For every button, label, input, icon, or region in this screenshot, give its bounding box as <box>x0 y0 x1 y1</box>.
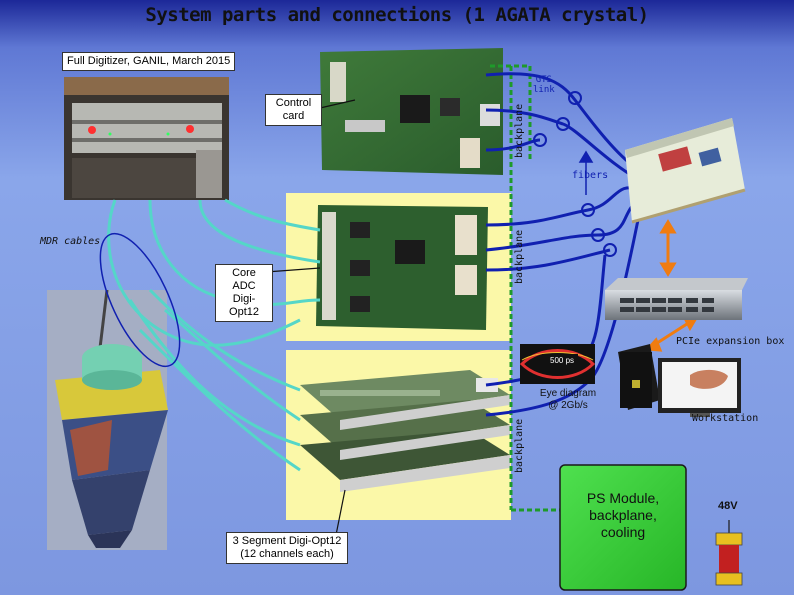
power-connector-48v <box>715 520 743 586</box>
full-digitizer-label: Full Digitizer, GANIL, March 2015 <box>62 52 236 71</box>
pcie-expansion-box-photo <box>605 278 748 320</box>
ps-module-box <box>559 464 687 591</box>
voltage-label: 48V <box>718 500 738 512</box>
eye-diagram-label: Eye diagram @ 2Gb/s <box>539 388 597 411</box>
gts-link-label: GTS link <box>533 75 555 95</box>
detector-model <box>47 289 168 550</box>
segment-digitizer-label: 3 Segment Digi-Opt12 (12 channels each) <box>226 532 348 564</box>
eye-timescale-label: 500 ps <box>550 356 575 365</box>
workstation-photo <box>618 344 741 417</box>
fibers-label: fibers <box>572 170 609 181</box>
page-title: System parts and connections (1 AGATA cr… <box>145 4 649 26</box>
pointer-lines <box>265 99 356 541</box>
pcie-expansion-box-label: PCIe expansion box <box>676 336 785 347</box>
orange-links <box>644 219 699 352</box>
core-adc-label: Core ADC Digi-Opt12 <box>215 264 273 322</box>
core-adc-photo <box>316 205 488 330</box>
eye-diagram-image <box>519 344 596 384</box>
pcie-card-photo <box>625 118 746 224</box>
backplane-label-bottom: backplane <box>514 418 525 473</box>
fibers-arrow <box>578 150 594 195</box>
mdr-cables-label: MDR cables <box>40 236 101 247</box>
backplane-label-middle: backplane <box>514 229 525 284</box>
rack-photo <box>64 77 229 200</box>
ps-module-label: PS Module, backplane, cooling <box>586 490 660 540</box>
backplane-label-top: backplane <box>514 103 525 158</box>
segment-digitizer-photo <box>300 370 510 492</box>
control-card-label: Control card <box>265 94 322 126</box>
control-card-photo <box>320 48 503 175</box>
workstation-label: Workstation <box>692 413 759 424</box>
mdr-cable-group-ellipse <box>99 232 181 368</box>
mdr-cables <box>107 198 321 472</box>
backplane-line <box>490 64 560 512</box>
